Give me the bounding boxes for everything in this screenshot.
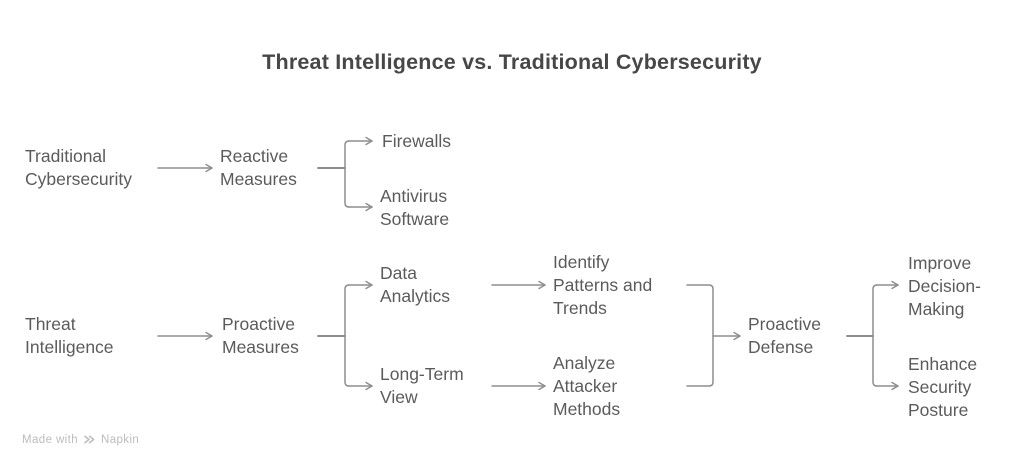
node-analyze-attacker: Analyze Attacker Methods xyxy=(553,353,621,419)
watermark: Made with Napkin xyxy=(22,433,139,446)
edge-proactive-branch-spine xyxy=(344,284,350,387)
node-improve-decision-making: Improve Decision- Making xyxy=(908,253,981,319)
watermark-made-with: Made with xyxy=(22,433,79,446)
node-traditional-cybersecurity: Traditional Cybersecurity xyxy=(25,146,132,189)
node-reactive-measures: Reactive Measures xyxy=(220,146,297,189)
napkin-logo-icon xyxy=(84,435,95,444)
edge-reactive-branch-spine xyxy=(344,140,350,208)
node-long-term-view: Long-Term View xyxy=(380,364,464,407)
edge-converge-spine xyxy=(686,284,714,387)
edge-defense-branch-spine xyxy=(872,284,878,387)
watermark-brand: Napkin xyxy=(101,433,140,446)
node-enhance-security-posture: Enhance Security Posture xyxy=(908,354,978,420)
node-threat-intelligence: Threat Intelligence xyxy=(25,314,114,357)
node-antivirus-software: Antivirus Software xyxy=(380,186,450,229)
node-proactive-defense: Proactive Defense xyxy=(748,314,821,357)
node-data-analytics: Data Analytics xyxy=(380,263,451,306)
node-identify-patterns: Identify Patterns and Trends xyxy=(553,252,653,318)
node-firewalls: Firewalls xyxy=(382,131,452,151)
diagram-title: Threat Intelligence vs. Traditional Cybe… xyxy=(262,50,762,74)
node-proactive-measures: Proactive Measures xyxy=(222,314,299,357)
